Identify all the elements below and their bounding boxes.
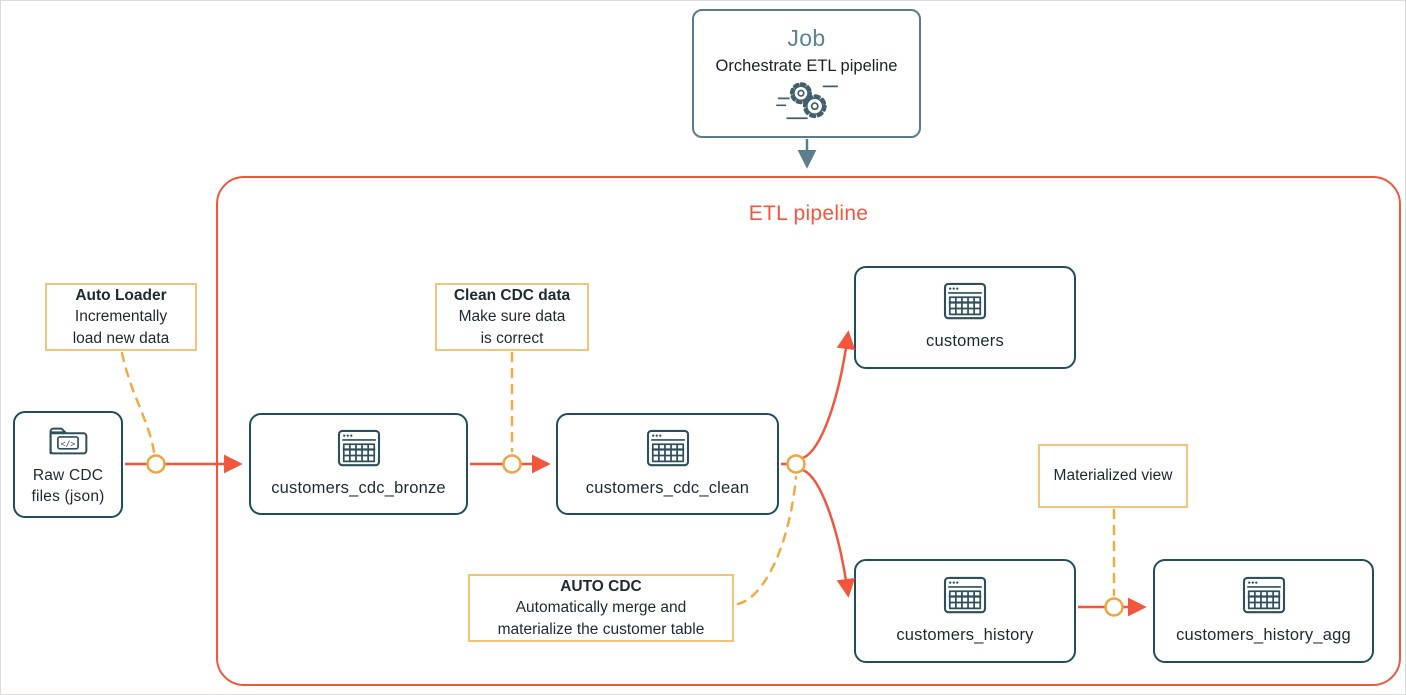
annotation-title: Auto Loader: [75, 287, 167, 305]
annotation-materialized-view: Materialized view: [1038, 444, 1188, 508]
node-customers: customers: [854, 266, 1076, 369]
annotation-auto-loader: Auto Loader Incrementally load new data: [45, 283, 197, 351]
table-icon: [943, 576, 987, 616]
table-icon: [943, 282, 987, 322]
source-label-line2: files (json): [31, 487, 105, 505]
node-label: Raw CDC files (json): [31, 466, 104, 506]
node-customers-cdc-bronze: customers_cdc_bronze: [249, 413, 468, 515]
code-folder-icon: [46, 422, 90, 461]
etl-pipeline-container: ETL pipeline: [216, 176, 1401, 686]
annotation-line: is correct: [480, 329, 544, 347]
gears-icon: [776, 80, 838, 122]
node-customers-cdc-clean: customers_cdc_clean: [556, 413, 779, 515]
annotation-auto-cdc: AUTO CDC Automatically merge and materia…: [468, 574, 734, 642]
node-label: customers_cdc_clean: [585, 478, 750, 497]
table-icon: [646, 429, 690, 469]
annotation-line: Automatically merge and: [515, 599, 687, 617]
job-title: Job: [787, 25, 826, 51]
node-customers-history-agg: customers_history_agg: [1153, 559, 1374, 663]
link-auto-loader: [120, 351, 156, 454]
node-raw-cdc-files: Raw CDC files (json): [13, 411, 123, 518]
annotation-clean-cdc-data: Clean CDC data Make sure data is correct: [435, 283, 589, 351]
annotation-line: Make sure data: [458, 308, 566, 326]
annotation-line: load new data: [72, 329, 170, 347]
annotation-title: AUTO CDC: [560, 578, 642, 596]
node-label: customers_history_agg: [1176, 625, 1351, 644]
junction-node-auto-loader: [146, 454, 166, 474]
node-customers-history: customers_history: [854, 559, 1076, 663]
table-icon: [337, 429, 381, 469]
node-label: customers: [926, 332, 1004, 351]
node-label: customers_history: [896, 625, 1034, 644]
annotation-line: Materialized view: [1053, 467, 1173, 485]
source-label-line1: Raw CDC: [32, 467, 104, 485]
job-subtitle: Orchestrate ETL pipeline: [715, 57, 898, 75]
job-box: Job Orchestrate ETL pipeline: [692, 9, 921, 138]
annotation-line: Incrementally: [74, 308, 168, 326]
annotation-line: materialize the customer table: [497, 620, 705, 638]
table-icon: [1242, 576, 1286, 616]
etl-pipeline-title: ETL pipeline: [748, 202, 869, 225]
node-label: customers_cdc_bronze: [271, 478, 446, 497]
annotation-title: Clean CDC data: [453, 287, 571, 305]
